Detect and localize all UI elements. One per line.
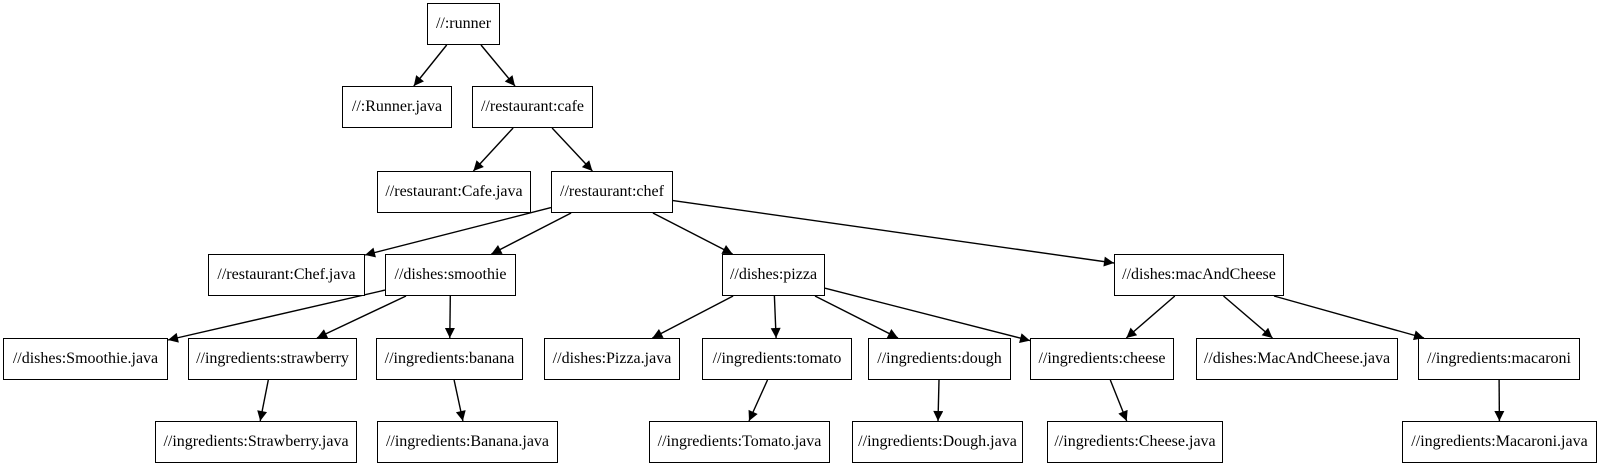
node-smoothie: //dishes:smoothie bbox=[385, 254, 516, 296]
node-runner-java: //:Runner.java bbox=[342, 86, 452, 128]
node-banana: //ingredients:banana bbox=[376, 338, 523, 380]
node-chef-java: //restaurant:Chef.java bbox=[208, 254, 365, 296]
node-runner: //:runner bbox=[427, 3, 500, 45]
node-cafe: //restaurant:cafe bbox=[472, 86, 593, 128]
node-pizza: //dishes:pizza bbox=[722, 254, 825, 296]
node-smoothie-java: //dishes:Smoothie.java bbox=[3, 338, 168, 380]
node-mac-and-cheese: //dishes:macAndCheese bbox=[1114, 254, 1284, 296]
node-strawberry: //ingredients:strawberry bbox=[188, 338, 357, 380]
edge-banana-to-banana-java bbox=[453, 379, 466, 422]
edge-cafe-to-chef bbox=[551, 127, 593, 172]
edge-chef-to-chef-java bbox=[364, 206, 552, 258]
node-cafe-java: //restaurant:Cafe.java bbox=[377, 171, 531, 213]
node-pizza-java: //dishes:Pizza.java bbox=[544, 338, 680, 380]
edge-runner-to-cafe bbox=[480, 44, 516, 87]
node-mac-and-cheese-java: //dishes:MacAndCheese.java bbox=[1196, 338, 1398, 380]
node-chef: //restaurant:chef bbox=[551, 171, 673, 213]
node-cheese: //ingredients:cheese bbox=[1030, 338, 1174, 380]
edge-runner-to-runner-java bbox=[413, 44, 448, 87]
node-tomato: //ingredients:tomato bbox=[702, 338, 852, 380]
node-tomato-java: //ingredients:Tomato.java bbox=[649, 421, 830, 463]
edge-chef-to-mac-and-cheese bbox=[672, 199, 1115, 267]
edge-pizza-to-dough bbox=[814, 295, 899, 339]
node-dough-java: //ingredients:Dough.java bbox=[852, 421, 1023, 463]
node-macaroni-java: //ingredients:Macaroni.java bbox=[1402, 421, 1597, 463]
edge-mac-and-cheese-to-cheese bbox=[1125, 295, 1176, 339]
edge-smoothie-to-strawberry bbox=[316, 295, 407, 339]
edge-tomato-to-tomato-java bbox=[748, 379, 769, 422]
edge-pizza-to-cheese bbox=[824, 287, 1031, 343]
edge-mac-and-cheese-to-mac-and-cheese-java bbox=[1223, 295, 1273, 339]
edge-pizza-to-pizza-java bbox=[652, 295, 734, 339]
edge-cheese-to-cheese-java bbox=[1109, 379, 1128, 422]
edge-pizza-to-tomato bbox=[770, 295, 781, 339]
node-cheese-java: //ingredients:Cheese.java bbox=[1047, 421, 1223, 463]
node-strawberry-java: //ingredients:Strawberry.java bbox=[155, 421, 357, 463]
edge-dough-to-dough-java bbox=[933, 379, 944, 422]
edge-strawberry-to-strawberry-java bbox=[257, 379, 269, 422]
edge-smoothie-to-smoothie-java bbox=[167, 289, 386, 343]
node-macaroni: //ingredients:macaroni bbox=[1418, 338, 1580, 380]
edge-chef-to-smoothie bbox=[491, 212, 572, 255]
edge-mac-and-cheese-to-macaroni bbox=[1273, 295, 1425, 341]
node-banana-java: //ingredients:Banana.java bbox=[377, 421, 558, 463]
edge-chef-to-pizza bbox=[652, 212, 733, 255]
edge-smoothie-to-banana bbox=[444, 295, 455, 339]
node-dough: //ingredients:dough bbox=[868, 338, 1011, 380]
edge-cafe-to-cafe-java bbox=[472, 127, 514, 172]
